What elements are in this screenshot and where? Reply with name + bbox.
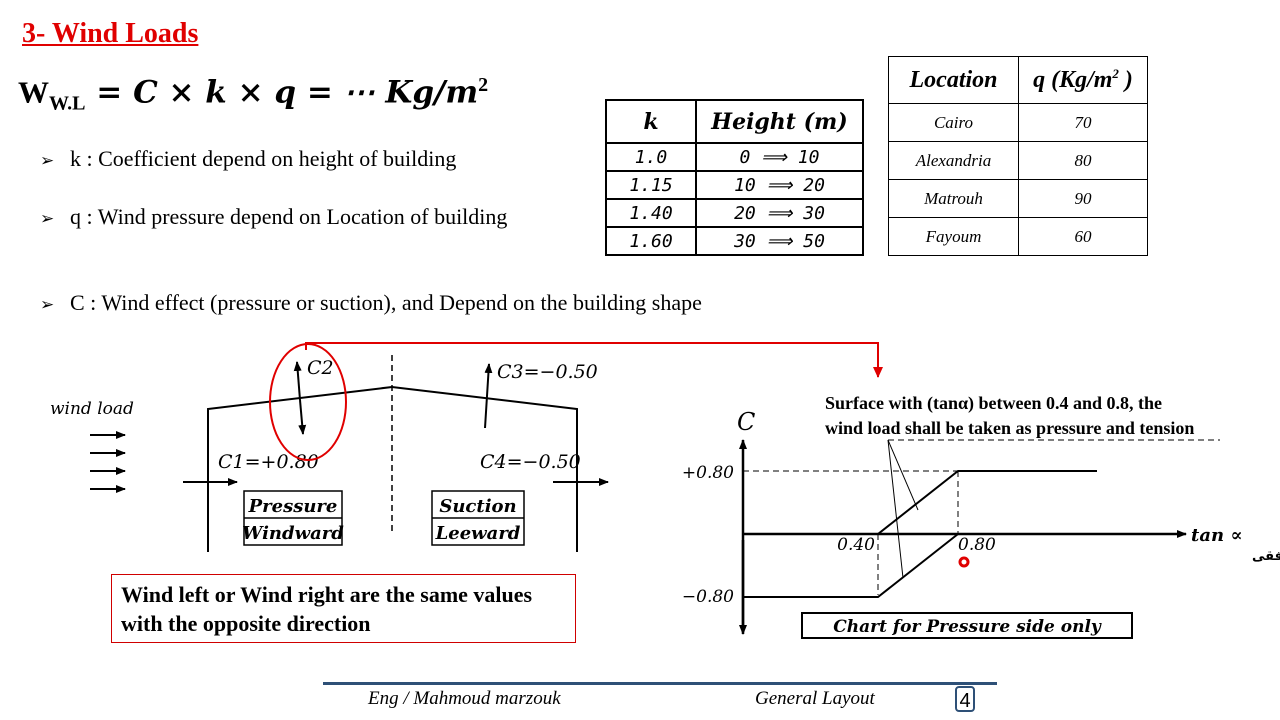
- bullet-c: ➢ C : Wind effect (pressure or suction), …: [40, 290, 702, 316]
- c2-arrow-up: [293, 361, 302, 401]
- formula-rhs: = C × k × q = ⋯ Kg/m: [85, 74, 479, 111]
- upper-curve: [743, 470, 1097, 535]
- cell: 1.0: [605, 142, 697, 172]
- c3-arrow: [484, 363, 493, 429]
- header-height: Height (m): [695, 99, 864, 144]
- c2-arrow-down: [298, 399, 307, 435]
- bullet-text: k : Coefficient depend on height of buil…: [70, 146, 457, 171]
- chart-caption: Chart for Pressure side only: [833, 617, 1102, 637]
- c-vs-tan-chart: [739, 439, 1220, 635]
- formula-lhs: W: [18, 74, 49, 110]
- note-line-1: Wind left or Wind right are the same val…: [121, 582, 533, 607]
- suction-label: Suction: [439, 496, 516, 517]
- formula-exponent: 2: [478, 74, 489, 96]
- chart-annotation-line-1: Surface with (tanα) between 0.4 and 0.8,…: [825, 393, 1162, 414]
- x-axis-label: tan ∝: [1191, 525, 1242, 546]
- footer-divider: [323, 682, 997, 685]
- x-tick-label: 0.40: [837, 535, 875, 555]
- x-tick-label: 0.80: [958, 535, 996, 555]
- bullet-q: ➢ q : Wind pressure depend on Location of…: [40, 204, 507, 230]
- cell: 20 ⟹ 30: [695, 198, 864, 228]
- header-k: k: [605, 99, 697, 144]
- header-q-text: q (Kg/m: [1033, 67, 1113, 93]
- footer-section: General Layout: [755, 688, 875, 709]
- cell: 70: [1018, 103, 1148, 142]
- header-q: q (Kg/m2 ): [1018, 56, 1148, 104]
- cell: 30 ⟹ 50: [695, 226, 864, 256]
- cell: Alexandria: [888, 141, 1019, 180]
- wind-load-formula: WW.L = C × k × q = ⋯ Kg/m2: [18, 74, 488, 116]
- c4-label: C4=−0.50: [480, 451, 581, 473]
- annotation-leaders: [887, 439, 919, 579]
- y-axis-label: C: [737, 408, 755, 436]
- arrow-bullet-icon: ➢: [40, 209, 55, 229]
- header-q-close: ): [1118, 67, 1133, 93]
- header-location: Location: [888, 56, 1019, 104]
- formula-subscript: W.L: [49, 92, 86, 115]
- building-diagram: [90, 355, 609, 552]
- cell: 90: [1018, 179, 1148, 218]
- bullet-k: ➢ k : Coefficient depend on height of bui…: [40, 146, 456, 172]
- cell: 1.15: [605, 170, 697, 200]
- wind-arrows: [90, 431, 126, 493]
- y-tick-label: +0.80: [682, 463, 734, 483]
- table-header-row: k Height (m): [605, 99, 864, 144]
- cell: 0 ⟹ 10: [695, 142, 864, 172]
- c1-label: C1=+0.80: [218, 451, 319, 473]
- chart-annotation-line-2: wind load shall be taken as pressure and…: [825, 418, 1194, 438]
- c3-label: C3=−0.50: [497, 361, 598, 383]
- y-tick-label: −0.80: [682, 587, 734, 607]
- header-q-exp: 2: [1112, 66, 1119, 81]
- cell: 1.40: [605, 198, 697, 228]
- cell: Cairo: [888, 103, 1019, 142]
- c2-label: C2: [307, 357, 334, 379]
- pressure-label: Pressure: [248, 496, 338, 517]
- cell: 60: [1018, 217, 1148, 256]
- wind-load-label: wind load: [50, 399, 134, 419]
- table-header-row: Location q (Kg/m2 ): [888, 56, 1148, 104]
- cell: 1.60: [605, 226, 697, 256]
- arrow-bullet-icon: ➢: [40, 295, 55, 315]
- page-number: 4: [955, 686, 975, 712]
- cursor-indicator: [958, 556, 970, 568]
- slide-title: 3- Wind Loads: [22, 18, 199, 49]
- leeward-label: Leeward: [435, 523, 521, 544]
- lower-curve: [743, 533, 959, 598]
- highlight-connector-arrow: [305, 342, 883, 378]
- chart-caption-box: [801, 612, 1133, 639]
- bullet-text: C : Wind effect (pressure or suction), a…: [70, 290, 702, 315]
- note-line-2: with the opposite direction: [121, 611, 371, 636]
- note-box: Wind left or Wind right are the same val…: [111, 574, 576, 643]
- x-axis-arabic-label: ظل زاوية الميل مع الافقى: [1252, 549, 1280, 564]
- cell: 10 ⟹ 20: [695, 170, 864, 200]
- windward-label: Windward: [242, 523, 344, 544]
- footer-author: Eng / Mahmoud marzouk: [368, 688, 561, 709]
- arrow-bullet-icon: ➢: [40, 151, 55, 171]
- bullet-text: q : Wind pressure depend on Location of …: [70, 204, 508, 229]
